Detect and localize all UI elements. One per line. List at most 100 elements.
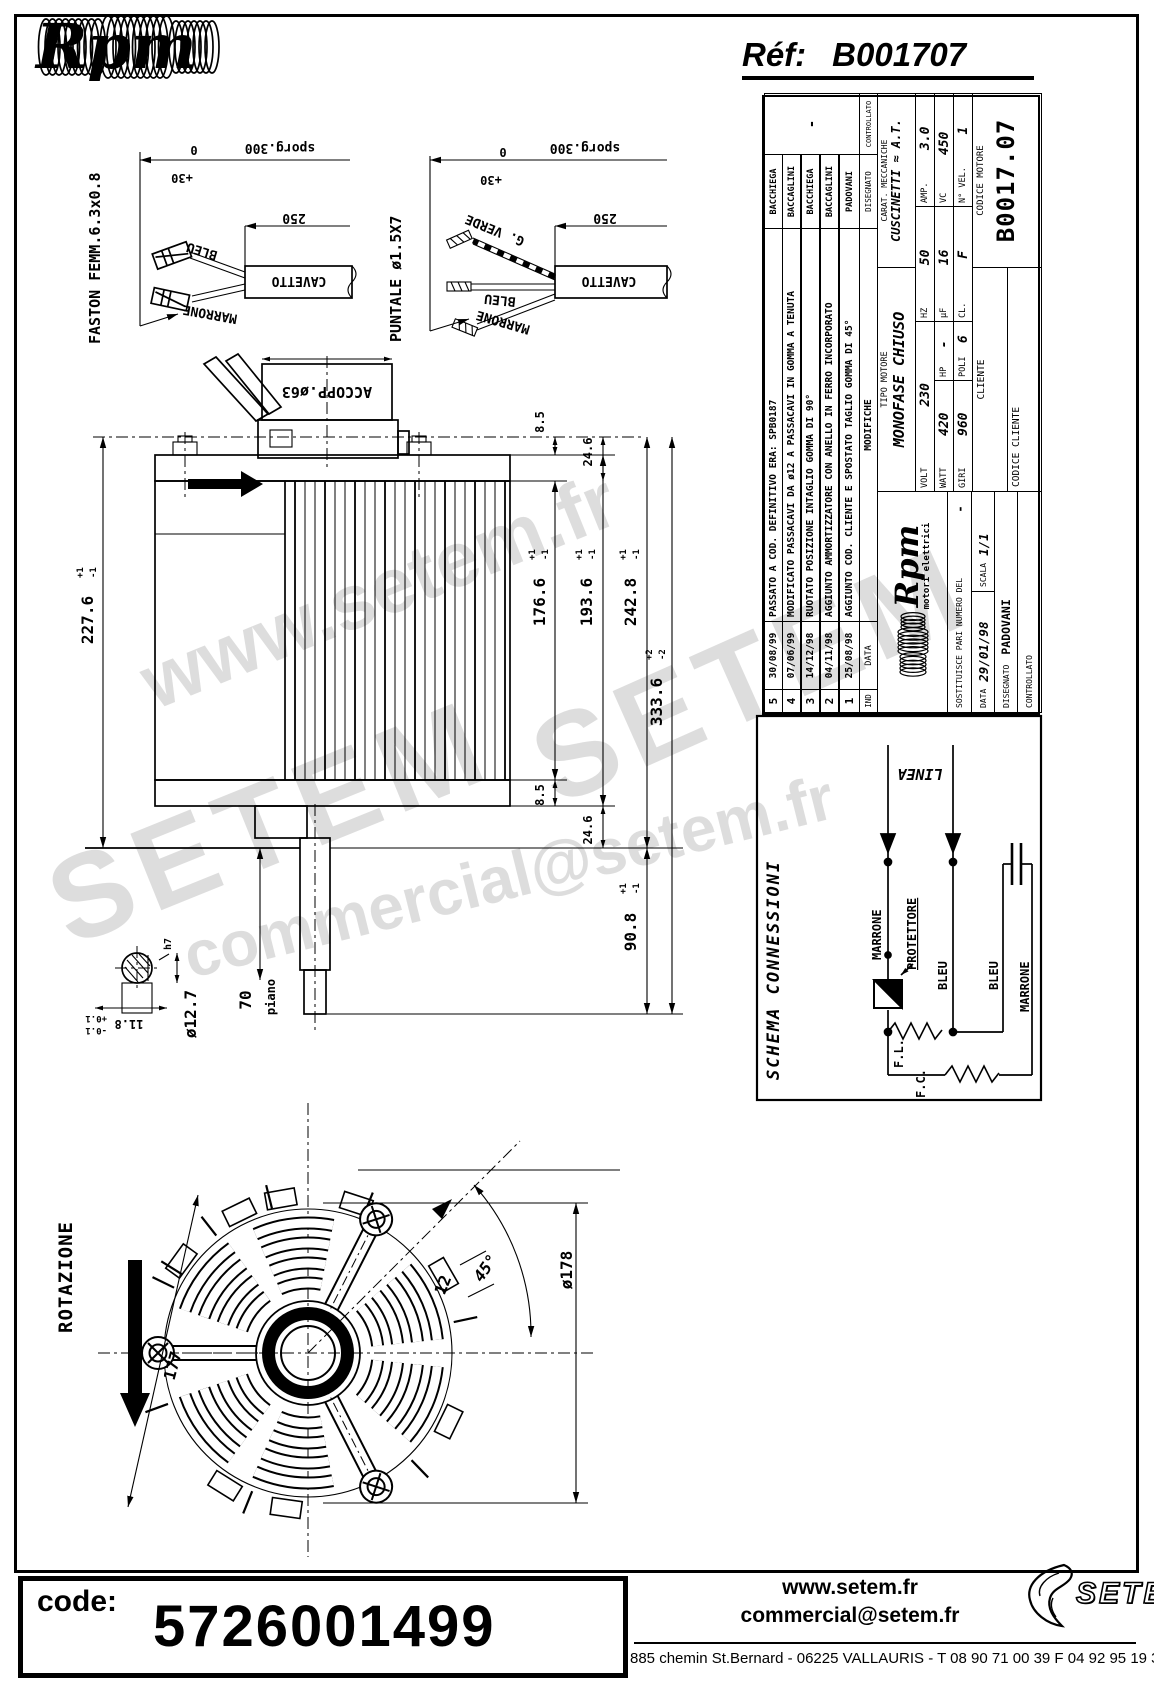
dim-178: ø178	[557, 1251, 576, 1290]
sheet-border	[14, 14, 1139, 1573]
mod-date: 14/12/98	[805, 632, 816, 679]
svg-text:227.6: 227.6	[78, 596, 97, 644]
cl-value: F	[955, 250, 971, 259]
cable-detail-puntale: PUNTALE ø1.5X7 sporg.300 0 +30 250 CAVET…	[387, 140, 672, 342]
puntale-wires	[471, 237, 557, 331]
poli-value: 6	[955, 335, 971, 344]
amp-label: AMP.	[920, 182, 930, 203]
motor-side-view: ACCOPP.ø63 227.6+1-1 176.6+1-1 8.5 8.5 1…	[76, 352, 683, 1038]
mod-desc: MODIFICATO PASSACAVI DA ø12 A PASSACAVI …	[786, 290, 797, 617]
watt-label: WATT	[939, 467, 949, 488]
vc-value: 450	[936, 131, 952, 156]
scala-value: 1/1	[975, 533, 991, 556]
volt-value: 230	[917, 383, 933, 407]
cl-label: CL.	[958, 302, 968, 318]
hz-value: 50	[917, 249, 933, 266]
data-label: DATA	[978, 688, 988, 708]
svg-text:8.5: 8.5	[533, 411, 547, 433]
uf-value: 16	[936, 249, 952, 266]
disegnato-value: PADOVANI	[999, 599, 1013, 655]
codice-motore-value: B0017.07	[992, 118, 1020, 243]
schema-fc: F.C.	[914, 1069, 928, 1098]
svg-text:70: 70	[236, 990, 255, 1009]
svg-text:+1: +1	[76, 567, 86, 578]
dim-242: 242.8+1-1	[619, 549, 642, 626]
setem-brand-text: SETEM	[1075, 1576, 1154, 1611]
puntale-marrone: MARRONE	[475, 307, 532, 337]
dim-127: ø12.7	[181, 990, 200, 1038]
faston-connector-1	[151, 240, 193, 271]
watt-value: 420	[936, 412, 952, 436]
svg-text:176.6: 176.6	[530, 578, 549, 626]
faston-sporg: sporg.300	[245, 140, 316, 155]
rotazione-label: ROTAZIONE	[55, 1221, 77, 1333]
header-modifiche: MODIFICHE	[863, 399, 874, 451]
cliente-label: CLIENTE	[976, 359, 987, 400]
footer-contact: www.setem.fr commercial@setem.fr	[640, 1576, 1060, 1628]
dim-176: 176.6+1-1	[528, 549, 551, 626]
svg-text:24.6: 24.6	[581, 816, 595, 845]
motor-body	[154, 435, 511, 1015]
faston-wires	[189, 251, 246, 303]
dim-333: 333.6+2-2	[645, 649, 668, 726]
puntale-cavetto: CAVETTO	[581, 273, 636, 288]
puntale-tip-marrone	[451, 318, 479, 337]
svg-text:-1: -1	[541, 549, 551, 560]
accopp-label: ACCOPP.ø63	[282, 383, 372, 401]
svg-text:ø12.7: ø12.7	[181, 990, 200, 1038]
volt-label: VOLT	[920, 467, 930, 488]
schema-bleu-2: BLEU	[987, 961, 1001, 990]
svg-text:45°: 45°	[469, 1251, 501, 1286]
svg-text:-1: -1	[89, 567, 99, 578]
dim-908: 90.8+1-1	[619, 883, 642, 951]
codice-motore-label: CODICE MOTORE	[976, 145, 986, 216]
svg-text:+0.1: +0.1	[85, 1013, 107, 1023]
setem-logo: SETEM	[1022, 1560, 1154, 1628]
svg-text:90.8: 90.8	[621, 913, 640, 952]
ref-label: Réf:	[742, 36, 807, 73]
mod-desc: RUOTATO POSIZIONE INTAGLIO GOMMA DI 90°	[805, 393, 816, 617]
mod-date: 25/08/98	[844, 632, 855, 679]
faston-tol30: +30	[171, 171, 193, 185]
svg-text:+1: +1	[619, 549, 629, 560]
rpm-logo: Rpm	[30, 15, 220, 79]
rotation-arrow-icon	[120, 1260, 150, 1427]
faston-tol0: 0	[190, 143, 197, 157]
mod-desc: AGGIUNTO COD. CLIENTE E SPOSTATO TAGLIO …	[844, 319, 855, 617]
dim-85-top: 8.5	[533, 411, 547, 433]
faston-bleu: BLEU	[185, 239, 219, 263]
giri-value: 960	[955, 412, 971, 436]
dim-227: 227.6 +1-1	[76, 567, 99, 644]
dim-45: 45°	[469, 1251, 501, 1286]
tipo-motore-value: MONOFASE CHIUSO	[890, 311, 908, 448]
setem-swoosh-icon	[1028, 1563, 1073, 1628]
direction-arrow-icon	[188, 471, 263, 497]
footer-email: commercial@setem.fr	[740, 1604, 960, 1627]
cable-detail-faston: FASTON FEMM.6.3x0.8 sporg.300 0 +30 250 …	[86, 140, 357, 344]
svg-text:-2: -2	[658, 649, 668, 660]
header-data: DATA	[863, 645, 874, 666]
svg-text:-1: -1	[588, 549, 598, 560]
sostituisce-label: SOSTITUISCE PARI NUMERO DEL	[955, 577, 964, 708]
header-controllato: CONTROLLATO	[864, 100, 873, 148]
carat-value: CUSCINETTI ≈ A.T.	[889, 119, 903, 242]
schema-marrone-2: MARRONE	[1018, 961, 1032, 1012]
schema-fl: F.L.	[892, 1039, 906, 1068]
mod-ind: 4	[785, 697, 798, 705]
puntale-tip-bleu	[446, 281, 472, 292]
faston-connector-2	[150, 286, 191, 312]
code-label: code:	[37, 1585, 118, 1618]
hp-value: -	[936, 340, 952, 349]
svg-text:-0.1: -0.1	[85, 1025, 107, 1035]
dim-246-top: 24.6	[581, 438, 595, 467]
mod-ind: 5	[767, 697, 780, 705]
puntale-tol0: 0	[499, 145, 506, 159]
puntale-bleu: BLEU	[484, 290, 517, 308]
puntale-tol30: +30	[480, 173, 502, 187]
mod-date: 07/06/99	[786, 632, 797, 679]
schema-connessioni: SCHEMA CONNESSIONI LINEA MARRONE PROTETT…	[755, 714, 1043, 1102]
mod-date: 30/08/99	[768, 632, 779, 679]
rpm-coil-icon	[37, 15, 220, 79]
diagonal-arrow-icon	[432, 1199, 452, 1219]
